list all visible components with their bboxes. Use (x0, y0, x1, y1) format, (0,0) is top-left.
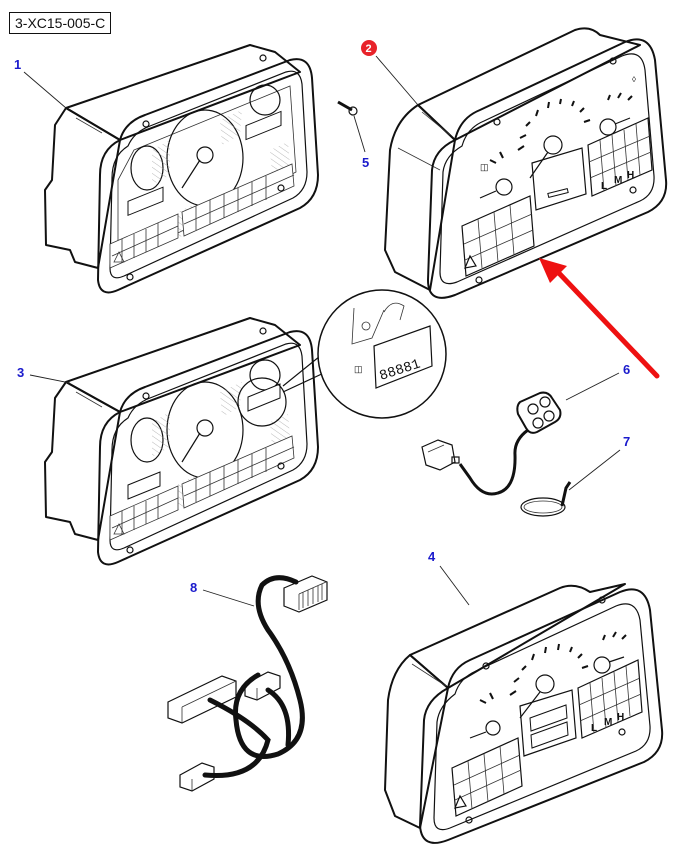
item-label-1[interactable]: 1 (14, 57, 21, 72)
panel-letter-low: L (601, 181, 607, 192)
leader-line-3 (29, 374, 71, 384)
panel-letter-high-4: H (617, 712, 624, 723)
highlight-arrow (539, 258, 660, 379)
leader-line-5 (353, 115, 366, 153)
leader-line-1 (23, 71, 67, 109)
panel-letter-medium-4: M (604, 717, 612, 728)
leader-line-6 (565, 372, 620, 401)
svg-text:◫: ◫ (480, 162, 489, 172)
instrument-cluster-1[interactable] (44, 44, 319, 294)
leader-line-7 (568, 449, 621, 491)
item-label-5[interactable]: 5 (362, 155, 369, 170)
wiring-harness-8[interactable] (167, 575, 328, 792)
item-label-6[interactable]: 6 (623, 362, 630, 377)
item-label-7[interactable]: 7 (623, 434, 630, 449)
reference-code-label: 3-XC15-005-C (9, 12, 112, 34)
instrument-cluster-3[interactable] (44, 317, 319, 566)
instrument-cluster-2[interactable]: ◊ ◫ L M H (384, 27, 668, 299)
panel-letter-low-4: L (591, 723, 597, 734)
cable-tie-7[interactable] (520, 481, 572, 517)
switch-pad-6[interactable] (421, 391, 562, 496)
svg-text:◊: ◊ (632, 75, 636, 84)
leader-line-4 (439, 565, 470, 606)
item-badge-2[interactable]: 2 (361, 40, 377, 56)
svg-text:2: 2 (366, 43, 372, 55)
item-label-3[interactable]: 3 (17, 365, 24, 380)
item-label-4[interactable]: 4 (428, 549, 436, 564)
leader-line-8 (202, 589, 255, 607)
screw-5[interactable] (337, 100, 358, 116)
item-label-8[interactable]: 8 (190, 580, 197, 595)
instrument-cluster-4[interactable]: L M H (384, 583, 664, 844)
panel-letter-high: H (627, 170, 634, 181)
lcd-detail-magnifier: 88881 ◫ (282, 289, 447, 419)
svg-text:◫: ◫ (354, 364, 363, 374)
panel-letter-medium: M (614, 175, 622, 186)
leader-line-2 (375, 55, 419, 106)
